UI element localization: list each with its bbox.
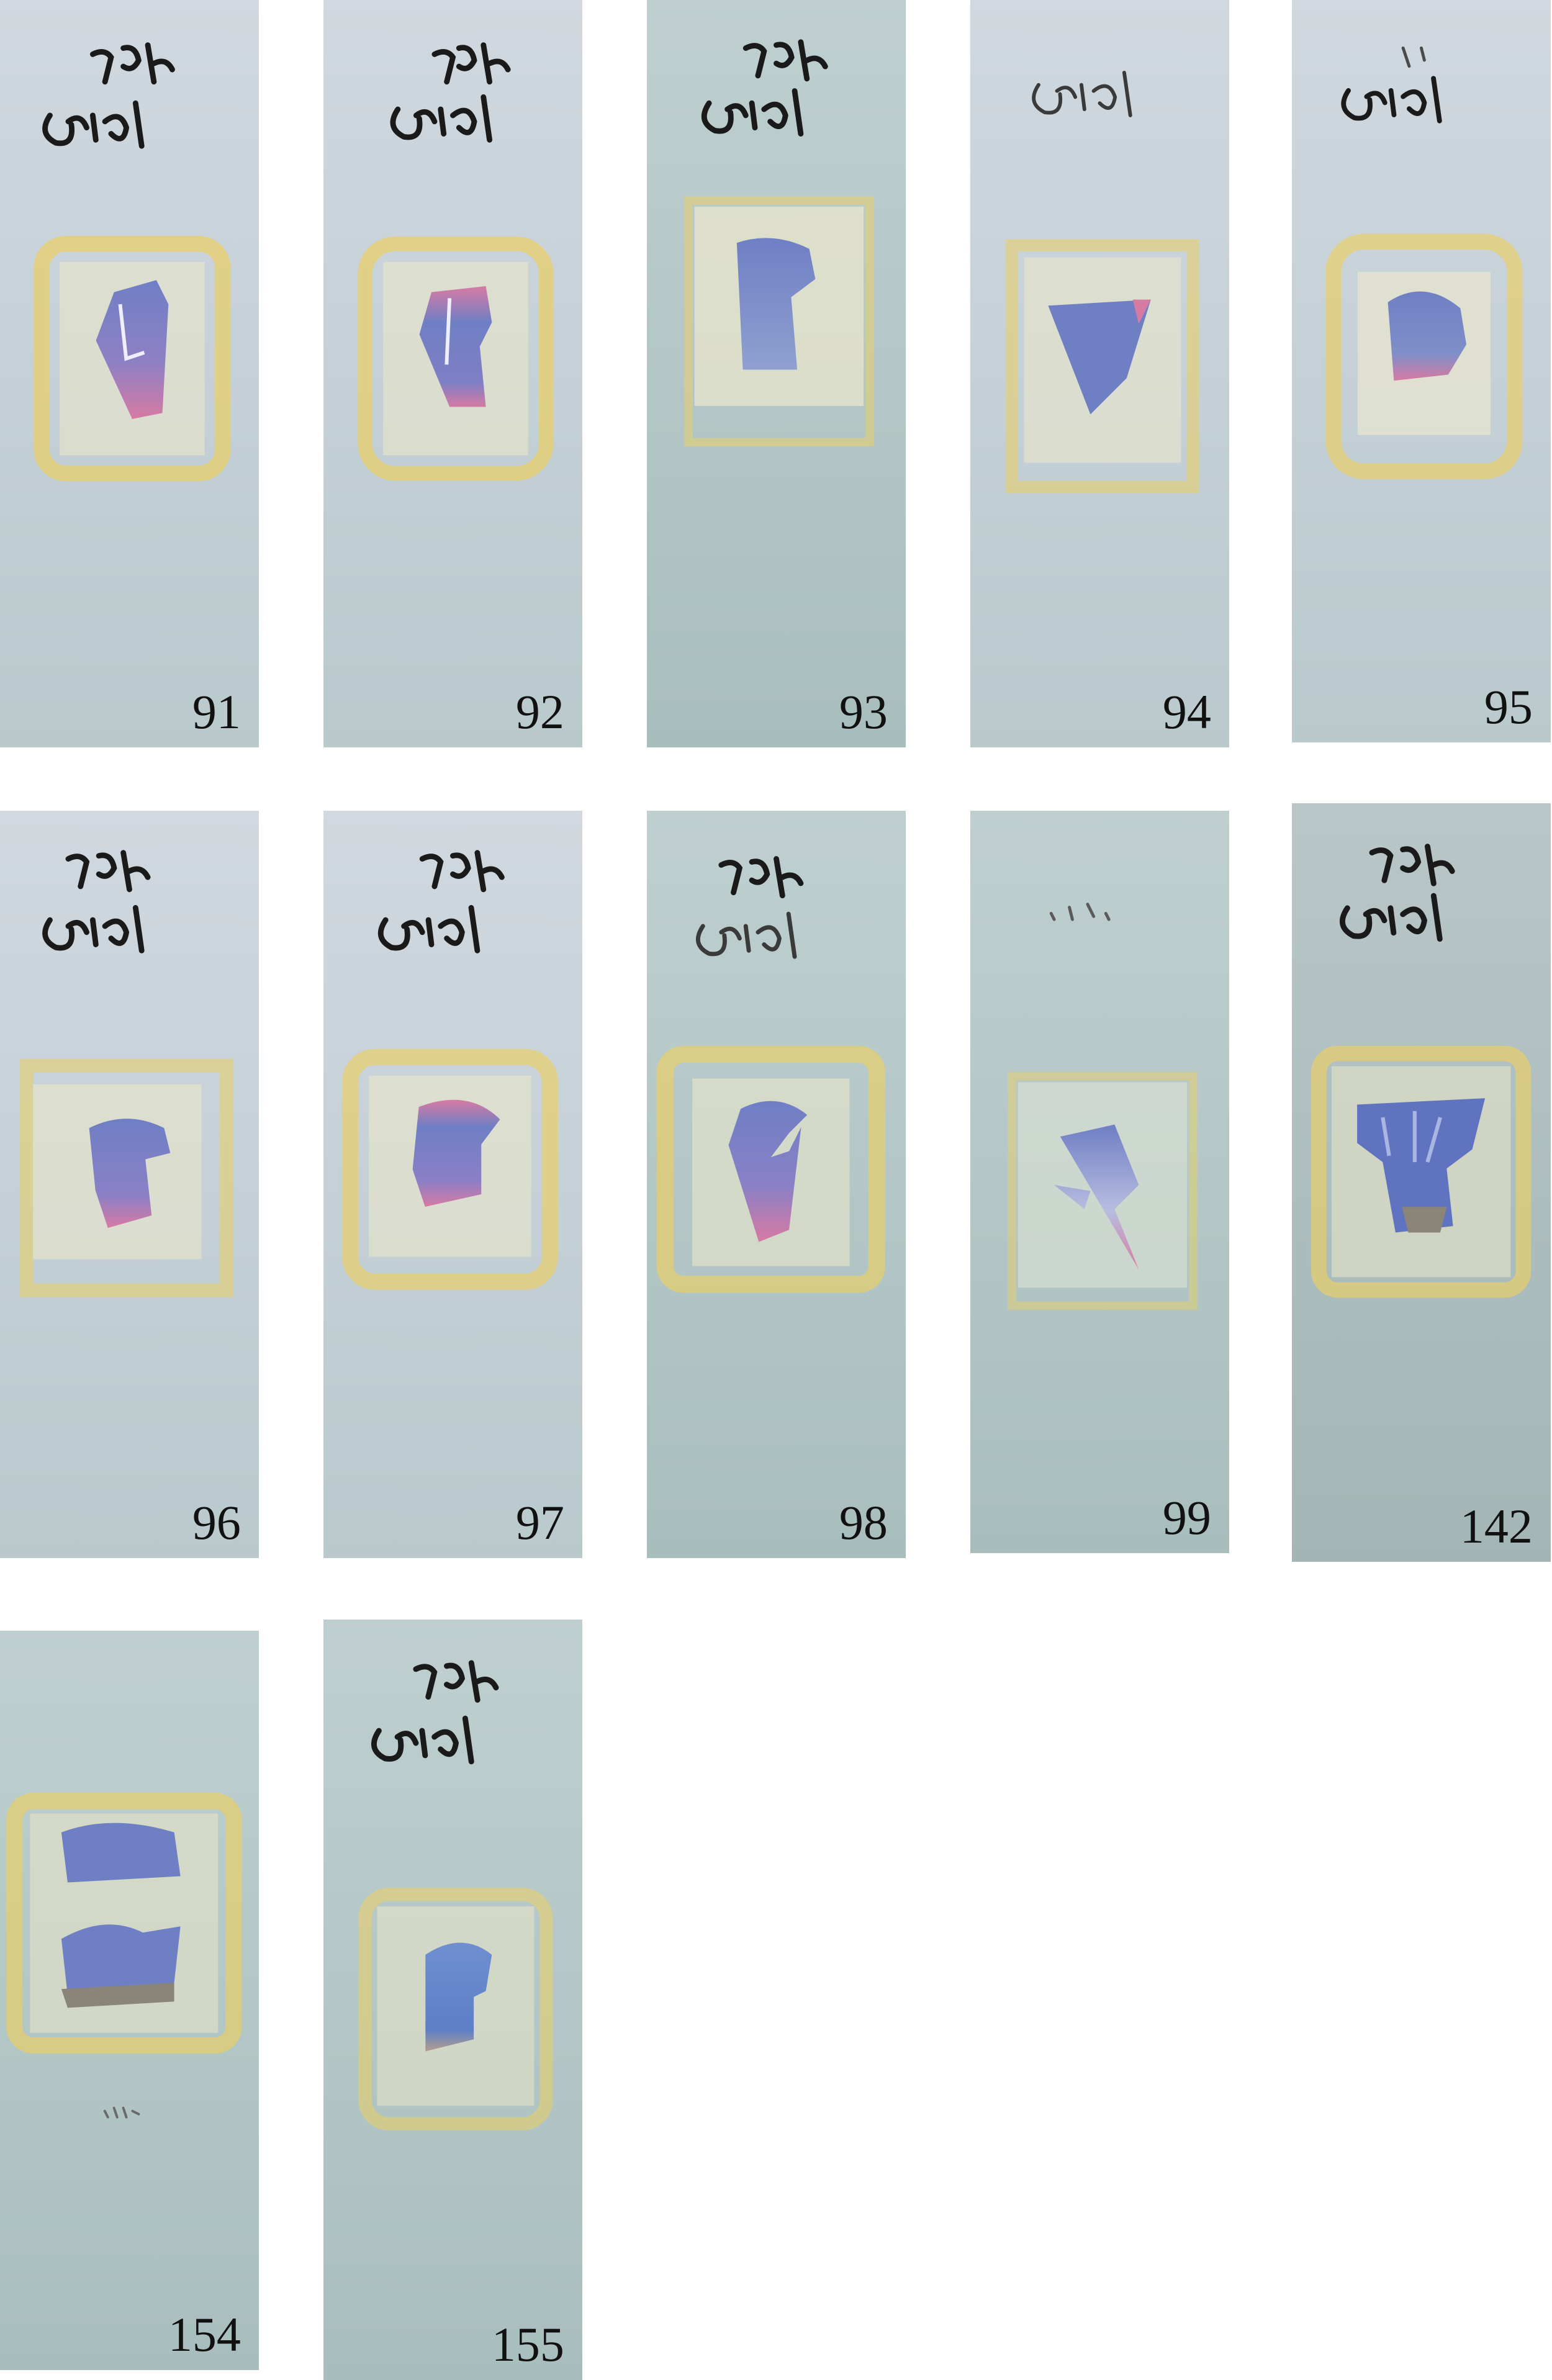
tissue-section — [652, 1042, 890, 1296]
handwritten-label — [647, 841, 906, 975]
tissue-section — [358, 1886, 553, 2145]
tissue-section — [20, 1057, 234, 1311]
handwritten-label — [647, 30, 906, 165]
tissue-section — [34, 232, 231, 485]
tissue-section — [1325, 230, 1523, 483]
handwritten-label — [1292, 834, 1551, 970]
slide-number: 95 — [1484, 680, 1533, 734]
slide-number: 91 — [192, 684, 241, 739]
tissue-section — [5, 1778, 243, 2074]
slide-number: 97 — [515, 1495, 564, 1549]
slide-number: 154 — [168, 2307, 241, 2362]
handwriting-image — [1049, 903, 1111, 921]
handwritten-label — [970, 30, 1229, 165]
slide-96: 96 — [0, 811, 259, 1558]
slide-number: 98 — [839, 1495, 888, 1549]
handwritten-label — [323, 30, 582, 165]
tissue-section — [358, 232, 554, 485]
handwritten-label — [323, 841, 582, 975]
slide-number: 96 — [192, 1495, 241, 1549]
handwritten-label — [323, 1650, 582, 1787]
handwritten-label — [0, 841, 259, 975]
handwriting-image — [1341, 46, 1442, 124]
slide-number: 92 — [515, 684, 564, 739]
slide-number: 155 — [491, 2317, 564, 2371]
slide-98: 98 — [647, 811, 906, 1558]
handwriting-image — [377, 850, 505, 953]
slide-99: 99 — [970, 811, 1229, 1553]
handwriting-image — [1339, 844, 1455, 942]
handwriting-image — [1032, 71, 1132, 118]
faint-mark — [0, 2089, 259, 2133]
handwriting-image — [390, 42, 511, 143]
slide-number: 94 — [1162, 684, 1211, 739]
tissue-section — [1007, 1071, 1198, 1323]
tissue-section — [1005, 239, 1199, 494]
handwritten-label — [0, 30, 259, 165]
slide-number: 99 — [1162, 1490, 1211, 1545]
handwritten-label — [1292, 30, 1551, 163]
tissue-section — [684, 194, 874, 448]
tissue-section — [1311, 1045, 1532, 1304]
slide-155: 155 — [323, 1620, 582, 2380]
handwriting-image — [42, 850, 151, 953]
slide-number: 93 — [839, 684, 888, 739]
slide-number: 142 — [1460, 1499, 1533, 1553]
slide-142: 142 — [1292, 803, 1551, 1562]
slide-91: 91 — [0, 0, 259, 747]
slide-95: 95 — [1292, 0, 1551, 742]
slide-92: 92 — [323, 0, 582, 747]
slide-93: 93 — [647, 0, 906, 747]
slide-154: 154 — [0, 1631, 259, 2370]
slide-97: 97 — [323, 811, 582, 1558]
handwritten-label — [970, 841, 1229, 974]
slide-94: 94 — [970, 0, 1229, 747]
handwriting-image — [42, 42, 175, 149]
handwriting-image — [371, 1660, 499, 1765]
handwriting-image — [701, 39, 828, 137]
tissue-section — [342, 1042, 559, 1296]
handwriting-image — [696, 856, 804, 959]
